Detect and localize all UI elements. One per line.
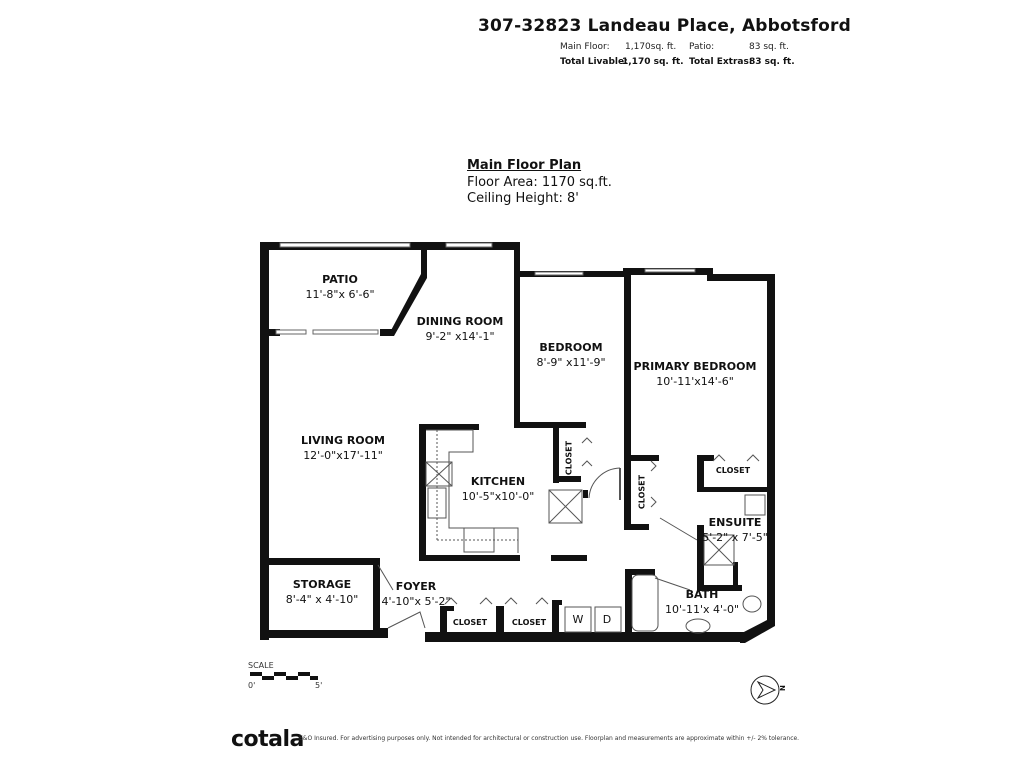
scale-end: 5'	[315, 681, 323, 690]
patio-label: Patio:	[689, 42, 715, 52]
property-address: 307-32823 Landeau Place, Abbotsford	[478, 16, 851, 36]
floor-area: Floor Area: 1170 sq.ft.	[467, 175, 612, 190]
scale-label: SCALE	[248, 661, 274, 670]
closet-bedroom-label: CLOSET	[564, 440, 574, 476]
scale-start: 0'	[248, 681, 256, 690]
windows	[275, 242, 696, 335]
closet-foyer-1-label: CLOSET	[452, 618, 488, 627]
main-floor-value: 1,170sq. ft.	[625, 42, 677, 52]
total-extras-value: 83 sq. ft.	[749, 57, 795, 67]
main-floor-label: Main Floor:	[560, 42, 610, 52]
cotala-logo: cotala	[231, 727, 304, 752]
dryer-label: D	[602, 613, 612, 626]
washer-label: W	[572, 613, 584, 626]
fixtures	[377, 429, 766, 634]
closet-hall-label: CLOSET	[637, 474, 647, 510]
patio-value: 83 sq. ft.	[749, 42, 789, 52]
total-livable-value: 1,170 sq. ft.	[622, 57, 684, 67]
compass-north-label: N	[777, 685, 786, 691]
compass-icon	[750, 675, 780, 705]
total-livable-label: Total Livable:	[560, 57, 628, 67]
ceiling-height: Ceiling Height: 8'	[467, 191, 579, 206]
plan-heading: Main Floor Plan	[467, 158, 582, 173]
scale-bar	[250, 672, 318, 680]
disclaimer: E&O Insured. For advertising purposes on…	[299, 735, 800, 742]
closet-primary-label: CLOSET	[715, 466, 751, 475]
total-extras-label: Total Extras:	[689, 57, 753, 67]
closet-foyer-2-label: CLOSET	[511, 618, 547, 627]
